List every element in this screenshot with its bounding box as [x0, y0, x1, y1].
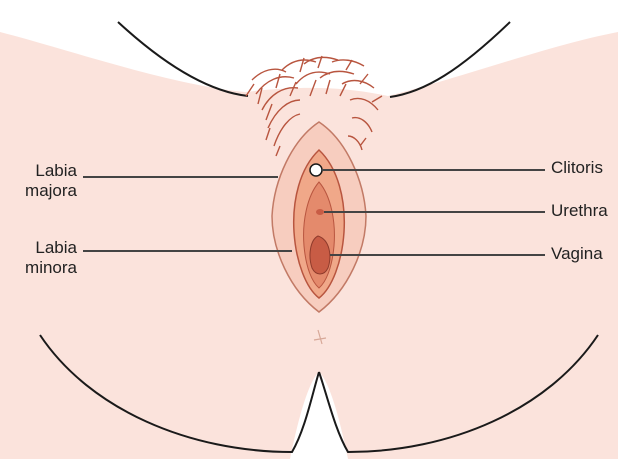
- label-labia-majora: Labia majora: [25, 161, 77, 201]
- label-urethra: Urethra: [551, 201, 608, 221]
- urethra-shape: [316, 209, 324, 215]
- clitoris-shape: [310, 164, 322, 176]
- label-clitoris: Clitoris: [551, 158, 603, 178]
- label-vagina: Vagina: [551, 244, 603, 264]
- label-labia-minora: Labia minora: [25, 238, 77, 278]
